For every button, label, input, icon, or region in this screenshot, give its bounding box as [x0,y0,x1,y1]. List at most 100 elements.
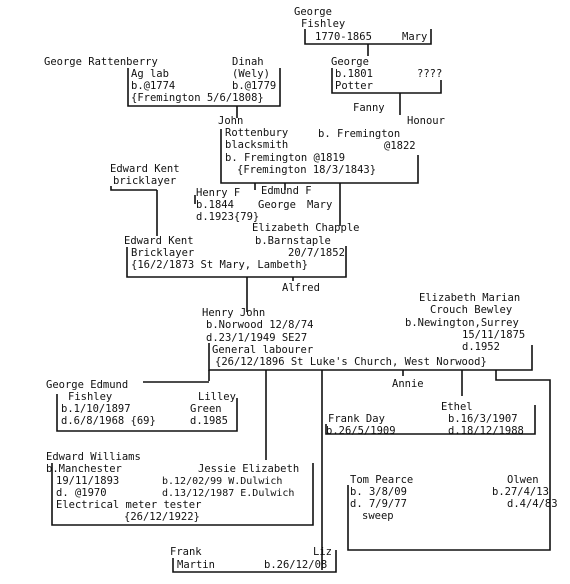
person-george-rattenberry: George Rattenberry Ag lab b.@1774 {Fremi… [44,56,264,104]
john-born: b. Fremington @1819 [225,152,345,164]
williams-born: b.Manchester [46,463,122,475]
annie-name: Annie [392,378,424,390]
chapple-born-date: 20/7/1852 [288,247,345,259]
george-rattenberry-occupation: Ag lab [131,68,169,80]
honour-name: Honour [407,115,445,127]
john-children: Henry F Edmund F b.1844 George Mary d.19… [196,185,332,223]
kent-sr-occupation: bricklayer [113,175,176,187]
henry-f-born: b.1844 [196,199,234,211]
george-edmund-born: b.1/10/1897 [61,403,131,415]
person-ethel: Ethel b.16/3/1907 d.18/12/1988 [441,401,524,437]
lilley-died: d.1985 [190,415,228,427]
person-george-fishley: George Fishley 1770-1865 Mary [294,6,427,43]
george-jr-born: b.1801 [335,68,373,80]
henry-john-name: Henry John [202,307,265,319]
henry-john-died: d.23/1/1949 SE27 [206,332,307,344]
frank-day-marriage-bracket [325,405,536,435]
george-2-name: George [258,199,296,211]
elizabeth-marian-name1: Elizabeth Marian [419,292,520,304]
jessie-name: Jessie Elizabeth [198,463,299,475]
tom-pearce-born: b. 3/8/09 [350,486,407,498]
elizabeth-marian-name2: Crouch Bewley [430,304,512,316]
ethel-name: Ethel [441,401,473,413]
person-dinah: Dinah (Wely) b.@1779 [232,56,276,92]
kent-jr-occupation: Bricklayer [131,247,194,259]
george-jr-spouse: ???? [417,68,442,80]
john-surname: Rottenbury [225,127,288,139]
person-john-rottenbury: John Rottenbury blacksmith b. Fremington… [218,115,376,176]
dinah-name: Dinah [232,56,264,68]
liz-name: Liz [313,546,332,558]
frank-day-born: b.26/5/1909 [326,425,396,437]
kent-jr-name: Edward Kent [124,235,194,247]
olwen-died: d.4/4/83 [507,498,558,510]
honour-born-year: @1822 [384,140,416,152]
george-jr-name: George [331,56,369,68]
person-jessie-elizabeth: Jessie Elizabeth b.12/02/99 W.Dulwich d.… [162,463,299,499]
liz-born: b.26/12/08 [264,559,327,571]
person-tom-pearce: Tom Pearce b. 3/8/09 d. 7/9/77 sweep [350,474,413,522]
person-edward-kent-jr: Edward Kent Bricklayer {16/2/1873 St Mar… [124,235,308,271]
jessie-born: b.12/02/99 W.Dulwich [162,476,282,487]
person-george-edmund: George Edmund Fishley b.1/10/1897 d.6/8/… [46,379,156,427]
williams-name: Edward Williams [46,451,141,463]
connector-lines [51,29,551,573]
henry-john-born: b.Norwood 12/8/74 [206,319,313,331]
elizabeth-marian-born-date: 15/11/1875 [462,329,525,341]
person-edward-kent-sr: Edward Kent bricklayer [110,163,180,187]
person-george-potter: George b.1801 ???? Potter [331,56,442,92]
mary-2-name: Mary [307,199,332,211]
edmund-f-name: Edmund F [261,185,312,197]
person-liz: Liz b.26/12/08 [264,546,332,571]
martin-marriage-bracket [172,550,337,573]
ethel-died: d.18/12/1988 [448,425,524,437]
george-edmund-died: d.6/8/1968 {69} [61,415,156,427]
child-line-olwen [495,370,551,470]
kent-marriage-bracket [126,246,347,278]
rattenberry-marriage-bracket [127,68,281,107]
george-edmund-marriage-bracket [56,394,238,432]
george-rattenberry-born: b.@1774 [131,80,175,92]
williams-died: d. @1970 [56,487,107,499]
jessie-died: d.13/12/1987 E.Dulwich [162,488,294,499]
frank-martin-given: Frank [170,546,202,558]
george-fishley-dates: 1770-1865 [315,31,372,43]
dinah-born: b.@1779 [232,80,276,92]
williams-marriage-bracket [51,463,314,526]
person-frank-martin: Frank Martin [170,546,215,571]
lilley-name: Lilley [198,391,236,403]
elizabeth-marian-died: d.1952 [462,341,500,353]
george-fishley-given: George [294,6,332,18]
henry-john-marriage-bracket [208,343,533,371]
honour-born: b. Fremington [318,128,400,140]
lilley-surname: Green [190,403,222,415]
tom-pearce-occupation: sweep [362,510,394,522]
person-elizabeth-chapple: Elizabeth Chapple b.Barnstaple 20/7/1852 [252,222,359,259]
person-frank-day: Frank Day b.26/5/1909 [326,413,396,437]
henry-john-marriage: {26/12/1896 St Luke's Church, West Norwo… [215,356,487,368]
george-edmund-surname: Fishley [68,391,112,403]
frank-day-name: Frank Day [328,413,385,425]
george-fishley-spouse: Mary [402,31,427,43]
williams-occupation: Electrical meter tester [56,499,201,511]
chapple-name: Elizabeth Chapple [252,222,359,234]
john-given: John [218,115,243,127]
henry-f-name: Henry F [196,187,240,199]
henry-f-died: d.1923{79} [196,211,259,223]
elizabeth-marian-born: b.Newington,Surrey [405,317,519,329]
george-edmund-given: George Edmund [46,379,128,391]
henry-john-occupation: General labourer [212,344,313,356]
george-fishley-surname: Fishley [301,18,345,30]
pearce-marriage-bracket [347,470,551,551]
rattenberry-marriage: {Fremington 5/6/1808} [131,92,264,104]
john-marriage-bracket [220,129,419,184]
person-henry-john: Henry John b.Norwood 12/8/74 d.23/1/1949… [202,307,487,368]
kent-sr-underline [110,186,157,191]
person-elizabeth-marian: Elizabeth Marian Crouch Bewley b.Newingt… [405,292,525,353]
williams-marriage: {26/12/1922} [124,511,200,523]
olwen-born: b.27/4/13 [492,486,549,498]
john-occupation: blacksmith [225,139,288,151]
george-rattenberry-name: George Rattenberry [44,56,158,68]
williams-born-date: 19/11/1893 [56,475,119,487]
